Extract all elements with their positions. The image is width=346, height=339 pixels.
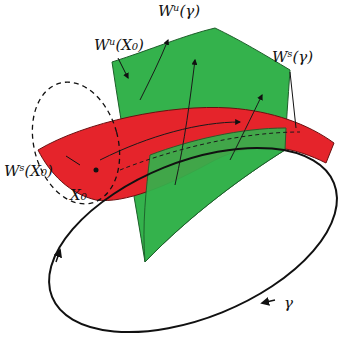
periodic-orbit xyxy=(23,111,346,339)
math-label: Wᵘ(γ) xyxy=(158,4,200,19)
math-label: γ xyxy=(284,296,293,311)
math-label: Wᵘ(X₀) xyxy=(94,38,144,53)
math-label: Wˢ(X₀) xyxy=(4,164,53,179)
math-label: Wˢ(γ) xyxy=(272,50,313,65)
math-label: X₀ xyxy=(70,188,87,203)
